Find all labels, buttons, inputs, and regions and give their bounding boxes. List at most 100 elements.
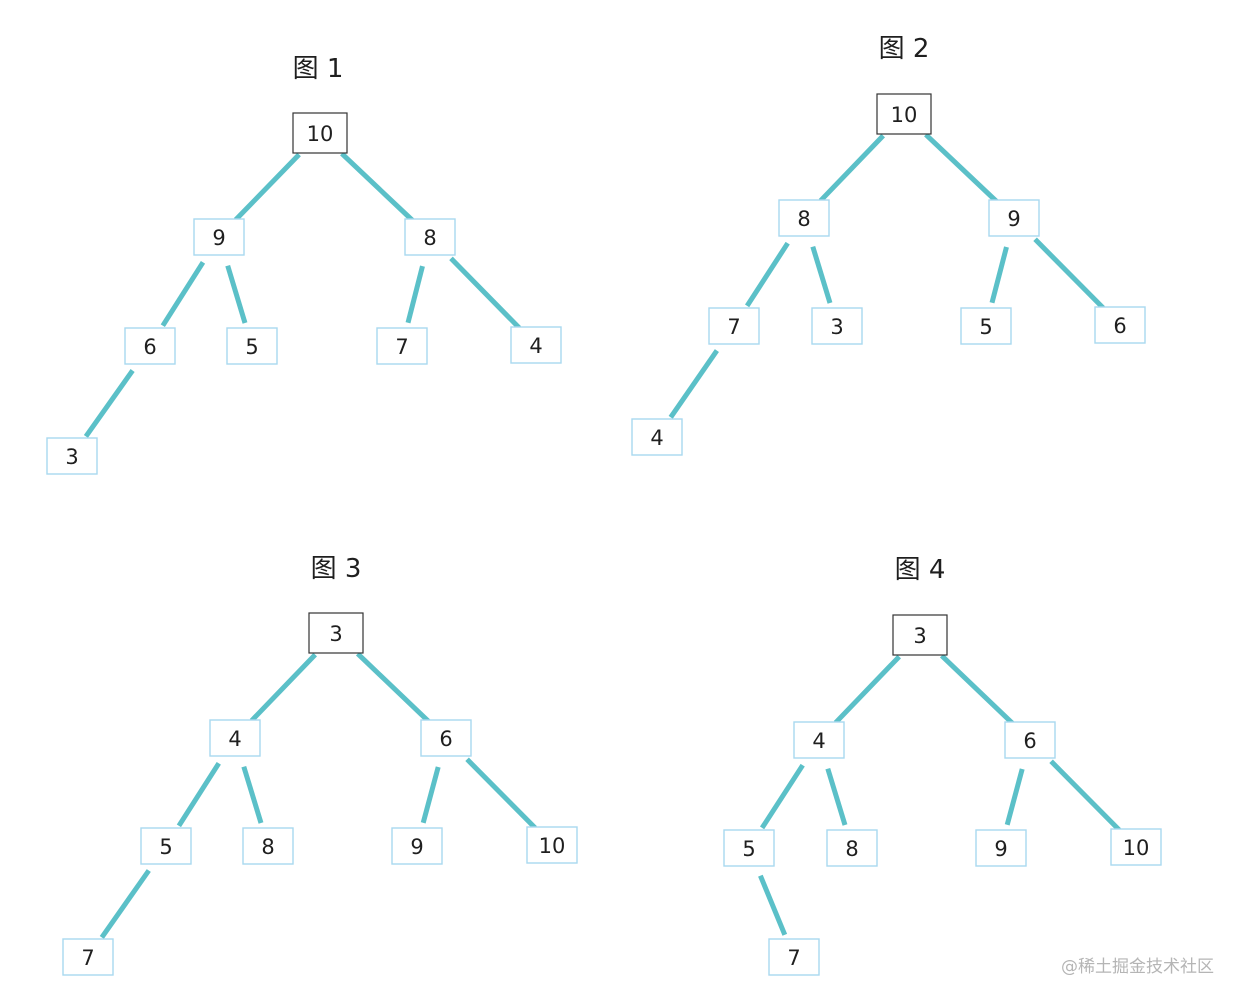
tree-node: 9	[193, 218, 245, 256]
node-box	[876, 93, 932, 135]
root-node: 10	[876, 93, 932, 135]
node-box	[708, 307, 760, 345]
tree-node: 6	[124, 327, 176, 365]
tree-edge	[465, 757, 537, 830]
tree-edge	[355, 651, 431, 724]
tree-edge	[83, 369, 135, 438]
tree-node: 6	[1004, 721, 1056, 759]
node-box	[226, 327, 278, 365]
node-label: 8	[797, 207, 810, 231]
node-label: 9	[410, 835, 423, 859]
node-label: 6	[1023, 729, 1036, 753]
node-box	[768, 938, 820, 976]
tree-node: 10	[526, 826, 578, 864]
node-box	[826, 829, 878, 867]
node-box	[292, 112, 348, 154]
node-box	[242, 827, 294, 865]
node-box	[778, 199, 830, 237]
tree-node: 7	[708, 307, 760, 345]
node-label: 3	[913, 624, 926, 648]
node-label: 3	[65, 445, 78, 469]
tree-edge	[825, 767, 848, 826]
node-box	[62, 938, 114, 976]
node-box	[1110, 828, 1162, 866]
tree-node: 3	[46, 437, 98, 475]
tree-edge	[340, 151, 415, 223]
tree-node: 9	[975, 829, 1027, 867]
node-label: 9	[212, 226, 225, 250]
tree-edge	[833, 654, 902, 725]
tree-node: 8	[826, 829, 878, 867]
node-label: 6	[1113, 314, 1126, 338]
node-label: 5	[159, 835, 172, 859]
diagram-title: 图 2	[879, 34, 930, 64]
node-box	[1094, 306, 1146, 344]
diagram-title: 图 1	[293, 54, 344, 84]
node-label: 8	[261, 835, 274, 859]
node-box	[124, 327, 176, 365]
tree-edge	[1033, 237, 1105, 310]
tree-node: 4	[793, 721, 845, 759]
node-box	[46, 437, 98, 475]
tree-edge	[449, 256, 521, 330]
tree-node: 8	[404, 218, 456, 256]
node-box	[988, 199, 1040, 237]
diagram-title: 图 4	[895, 555, 946, 585]
node-label: 10	[539, 834, 566, 858]
node-box	[631, 418, 683, 456]
node-label: 8	[845, 837, 858, 861]
tree-edge	[241, 765, 264, 824]
node-label: 10	[1123, 836, 1150, 860]
tree-node: 10	[1110, 828, 1162, 866]
node-box	[510, 326, 562, 364]
tree-edge	[924, 132, 999, 204]
tree-edge	[939, 653, 1015, 726]
node-label: 8	[423, 226, 436, 250]
tree-node: 9	[988, 199, 1040, 237]
node-box	[193, 218, 245, 256]
node-box	[376, 327, 428, 365]
node-label: 5	[979, 315, 992, 339]
node-label: 5	[245, 335, 258, 359]
tree-edge	[668, 349, 719, 419]
tree-node: 5	[226, 327, 278, 365]
node-box	[526, 826, 578, 864]
tree-node: 5	[140, 827, 192, 865]
node-label: 4	[228, 727, 241, 751]
tree-edge	[176, 761, 221, 828]
tree-node: 4	[510, 326, 562, 364]
node-box	[892, 614, 948, 656]
node-box	[960, 307, 1012, 345]
root-node: 10	[292, 112, 348, 154]
tree-node: 9	[391, 827, 443, 865]
tree-edge	[420, 766, 441, 824]
node-label: 9	[994, 837, 1007, 861]
node-label: 4	[529, 334, 542, 358]
tree-edge	[225, 264, 248, 324]
heap-diagram-1: 图 1 10 9 6 3 5 8 7 4	[46, 54, 562, 475]
node-label: 5	[742, 837, 755, 861]
node-label: 6	[439, 727, 452, 751]
tree-edge	[405, 265, 425, 324]
node-label: 10	[891, 103, 918, 127]
tree-edge	[1004, 768, 1025, 826]
watermark: @稀土掘金技术社区	[1061, 957, 1214, 977]
diagram-title: 图 3	[311, 554, 362, 584]
tree-edge	[758, 874, 788, 936]
node-label: 9	[1007, 207, 1020, 231]
tree-node: 4	[631, 418, 683, 456]
node-box	[391, 827, 443, 865]
tree-node: 7	[62, 938, 114, 976]
tree-node: 6	[1094, 306, 1146, 344]
node-box	[975, 829, 1027, 867]
tree-edge	[99, 869, 151, 939]
node-label: 10	[307, 122, 334, 146]
node-label: 4	[650, 426, 663, 450]
node-label: 4	[812, 729, 825, 753]
tree-edge	[818, 133, 886, 203]
tree-node: 4	[209, 719, 261, 757]
tree-edge	[989, 246, 1009, 304]
node-label: 7	[395, 335, 408, 359]
